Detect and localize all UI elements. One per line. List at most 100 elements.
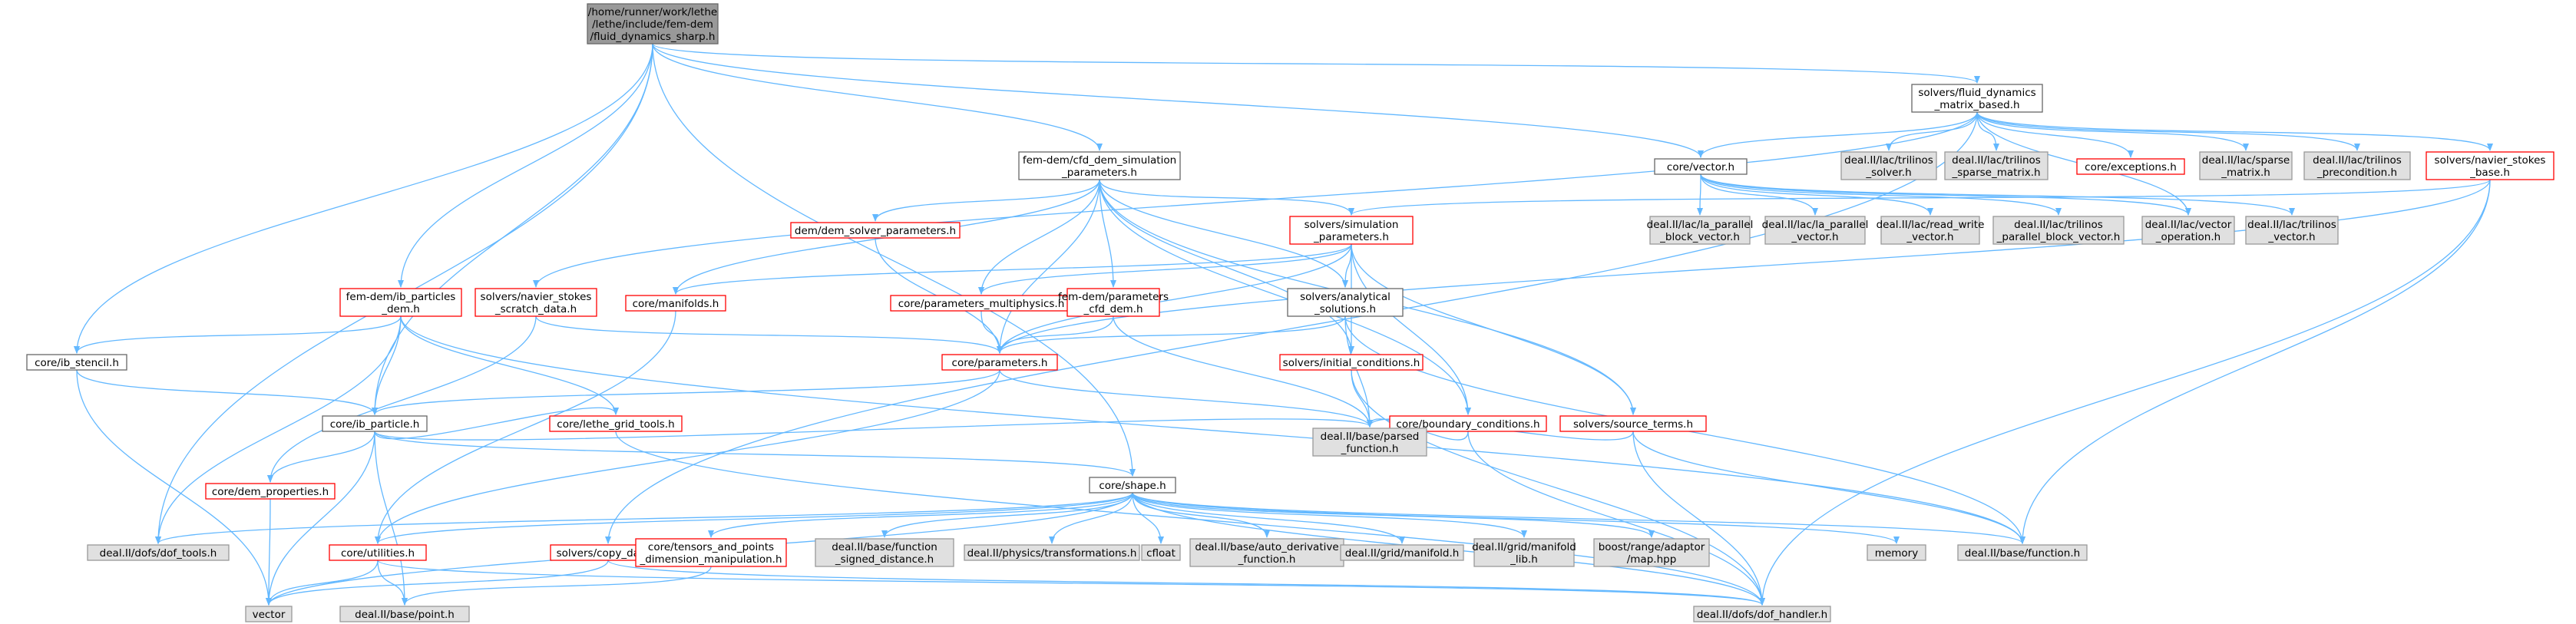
node-cfloat[interactable]: cfloat bbox=[1141, 544, 1181, 561]
node-grid-manifold-lib[interactable]: deal.II/grid/manifold_lib.h bbox=[1472, 538, 1576, 567]
node-ib-particles-dem[interactable]: fem-dem/ib_particles_dem.h bbox=[339, 288, 462, 317]
edge-ib_particles_dem-to-ib_particle bbox=[372, 315, 402, 415]
node-box bbox=[329, 544, 427, 561]
node-core-parameters[interactable]: core/parameters.h bbox=[941, 354, 1058, 371]
node-label: deal.II/lac/trilinos bbox=[2313, 154, 2402, 167]
node-memory[interactable]: memory bbox=[1867, 544, 1926, 561]
node-cfd-dem-params[interactable]: fem-dem/cfd_dem_simulation_parameters.h bbox=[1018, 151, 1181, 180]
node-box bbox=[549, 415, 683, 432]
node-label: _vector.h bbox=[1791, 231, 1838, 243]
node-grid-manifold[interactable]: deal.II/grid/manifold.h bbox=[1340, 544, 1464, 561]
node-sparse-matrix[interactable]: deal.II/lac/sparse_matrix.h bbox=[2199, 151, 2293, 180]
edge-ns_base-to-simulation_params bbox=[1348, 179, 2491, 216]
node-label: _vector.h bbox=[1906, 231, 1953, 243]
edge-ib_particle-to-parsed_function bbox=[374, 418, 1373, 441]
node-trilinos-parallel-block-vector[interactable]: deal.II/lac/trilinos_parallel_block_vect… bbox=[1992, 216, 2125, 245]
node-label: _vector.h bbox=[2267, 231, 2315, 243]
node-boost-map[interactable]: boost/range/adaptor/map.hpp bbox=[1593, 538, 1710, 567]
node-source-terms[interactable]: solvers/source_terms.h bbox=[1559, 415, 1707, 432]
node-trilinos-precondition[interactable]: deal.II/lac/trilinos_precondition.h bbox=[2303, 151, 2411, 180]
node-ns-scratch[interactable]: solvers/navier_stokes_scratch_data.h bbox=[475, 288, 597, 317]
edge-ns_base-to-core_parameters bbox=[997, 179, 2491, 354]
edge-core_parameters-to-parsed_function bbox=[999, 369, 1373, 428]
edge-dem_properties-to-vector_std bbox=[266, 498, 273, 606]
edge-core_shape-to-core_utilities bbox=[375, 492, 1133, 544]
node-trilinos-vector[interactable]: deal.II/lac/trilinos_vector.h bbox=[2245, 216, 2339, 245]
node-la-parallel-vector[interactable]: deal.II/lac/la_parallel_vector.h bbox=[1762, 216, 1869, 245]
node-box bbox=[26, 354, 127, 371]
node-vector-operation[interactable]: deal.II/lac/vector_operation.h bbox=[2141, 216, 2235, 245]
node-label: core/tensors_and_points bbox=[648, 541, 774, 553]
node-simulation-params[interactable]: solvers/simulation_parameters.h bbox=[1289, 216, 1414, 245]
node-params-cfd-dem[interactable]: fem-dem/parameters_cfd_dem.h bbox=[1058, 288, 1169, 317]
node-label: cfloat bbox=[1146, 547, 1176, 560]
edge-fluid_matrix-to-copy_data bbox=[605, 111, 1978, 544]
node-box bbox=[1018, 151, 1181, 180]
edge-root-to-ib_particle bbox=[372, 43, 653, 415]
node-label: _sparse_matrix.h bbox=[1951, 167, 2040, 179]
node-base-point[interactable]: deal.II/base/point.h bbox=[339, 606, 470, 622]
node-label: solvers/simulation bbox=[1305, 219, 1399, 231]
node-core-vector[interactable]: core/vector.h bbox=[1654, 158, 1748, 175]
edge-core_utilities-to-vector_std bbox=[266, 560, 379, 606]
node-core-manifolds[interactable]: core/manifolds.h bbox=[625, 295, 726, 312]
node-fluid-matrix[interactable]: solvers/fluid_dynamics_matrix_based.h bbox=[1911, 84, 2043, 113]
node-label: deal.II/lac/trilinos bbox=[2247, 219, 2336, 231]
node-label: _parameters.h bbox=[1061, 167, 1137, 179]
node-box bbox=[1764, 216, 1866, 245]
edge-simulation_params-to-boundary_conditions bbox=[1351, 243, 1471, 415]
node-label: core/parameters_multiphysics.h bbox=[898, 298, 1065, 310]
node-core-exceptions[interactable]: core/exceptions.h bbox=[2076, 158, 2185, 175]
node-box bbox=[1654, 158, 1748, 175]
node-params-multiphysics[interactable]: core/parameters_multiphysics.h bbox=[890, 295, 1073, 312]
edge-root-to-ib_stencil bbox=[74, 43, 653, 354]
node-dof-handler[interactable]: deal.II/dofs/dof_handler.h bbox=[1693, 606, 1831, 622]
node-root[interactable]: /home/runner/work/lethe/lethe/include/fe… bbox=[587, 3, 719, 45]
node-read-write-vector[interactable]: deal.II/lac/read_write_vector.h bbox=[1877, 216, 1985, 245]
node-core-utilities[interactable]: core/utilities.h bbox=[329, 544, 427, 561]
node-la-parallel-block-vector[interactable]: deal.II/lac/la_parallel_block_vector.h bbox=[1647, 216, 1754, 245]
node-vector-std[interactable]: vector bbox=[245, 606, 293, 622]
node-base-function[interactable]: deal.II/base/function.h bbox=[1957, 544, 2088, 561]
node-trilinos-sparse-matrix[interactable]: deal.II/lac/trilinos_sparse_matrix.h bbox=[1944, 151, 2049, 180]
node-core-shape[interactable]: core/shape.h bbox=[1089, 477, 1176, 494]
node-box bbox=[339, 288, 462, 317]
node-boundary-conditions[interactable]: core/boundary_conditions.h bbox=[1389, 415, 1547, 432]
edge-ns_scratch-to-dem_properties bbox=[267, 315, 537, 483]
node-box bbox=[1867, 544, 1926, 561]
node-label: _signed_distance.h bbox=[835, 553, 934, 566]
node-label: /home/runner/work/lethe bbox=[588, 6, 717, 18]
node-function-signed-distance[interactable]: deal.II/base/function_signed_distance.h bbox=[815, 538, 954, 567]
node-transformations[interactable]: deal.II/physics/transformations.h bbox=[964, 544, 1140, 561]
node-dof-tools[interactable]: deal.II/dofs/dof_tools.h bbox=[87, 544, 230, 561]
edge-root-to-core_shape bbox=[652, 43, 1136, 477]
edge-core_parameters-to-core_utilities bbox=[375, 369, 1000, 544]
node-dem-solver-params[interactable]: dem/dem_solver_parameters.h bbox=[790, 222, 961, 239]
edge-core_shape-to-boost_map bbox=[1132, 492, 1655, 538]
node-auto-derivative[interactable]: deal.II/base/auto_derivative_function.h bbox=[1189, 538, 1344, 567]
edge-source_terms-to-dof_handler bbox=[1632, 431, 1765, 606]
node-ib-particle[interactable]: core/ib_particle.h bbox=[322, 415, 428, 432]
node-trilinos-solver[interactable]: deal.II/lac/trilinos_solver.h bbox=[1840, 151, 1937, 180]
edge-simulation_params-to-source_terms bbox=[1351, 243, 1636, 415]
node-label: core/shape.h bbox=[1099, 480, 1166, 492]
edge-fluid_matrix-to-trilinos_solver bbox=[1886, 111, 1978, 151]
node-label: _dimension_manipulation.h bbox=[639, 553, 782, 566]
node-box bbox=[1289, 216, 1414, 245]
edge-cfd_dem_params-to-core_parameters bbox=[997, 179, 1100, 354]
node-lethe-grid-tools[interactable]: core/lethe_grid_tools.h bbox=[549, 415, 683, 432]
node-dem-properties[interactable]: core/dem_properties.h bbox=[205, 483, 336, 500]
edge-core_shape-to-dof_tools bbox=[155, 492, 1133, 544]
node-label: deal.II/lac/sparse bbox=[2202, 154, 2290, 167]
node-box bbox=[2303, 151, 2411, 180]
node-ns-base[interactable]: solvers/navier_stokes_base.h bbox=[2426, 151, 2555, 180]
node-parsed-function[interactable]: deal.II/base/parsed_function.h bbox=[1312, 428, 1427, 457]
node-tensors-points[interactable]: core/tensors_and_points_dimension_manipu… bbox=[635, 538, 787, 567]
node-ib-stencil[interactable]: core/ib_stencil.h bbox=[26, 354, 127, 371]
edge-core_vector-to-vector_operation bbox=[1700, 173, 2191, 216]
node-initial-conditions[interactable]: solvers/initial_conditions.h bbox=[1279, 354, 1424, 371]
edge-params_cfd_dem-to-core_parameters bbox=[997, 315, 1114, 354]
node-analytical-solutions[interactable]: solvers/analytical_solutions.h bbox=[1287, 288, 1404, 317]
edge-core_shape-to-grid_manifold_lib bbox=[1132, 492, 1527, 538]
node-box bbox=[1840, 151, 1937, 180]
